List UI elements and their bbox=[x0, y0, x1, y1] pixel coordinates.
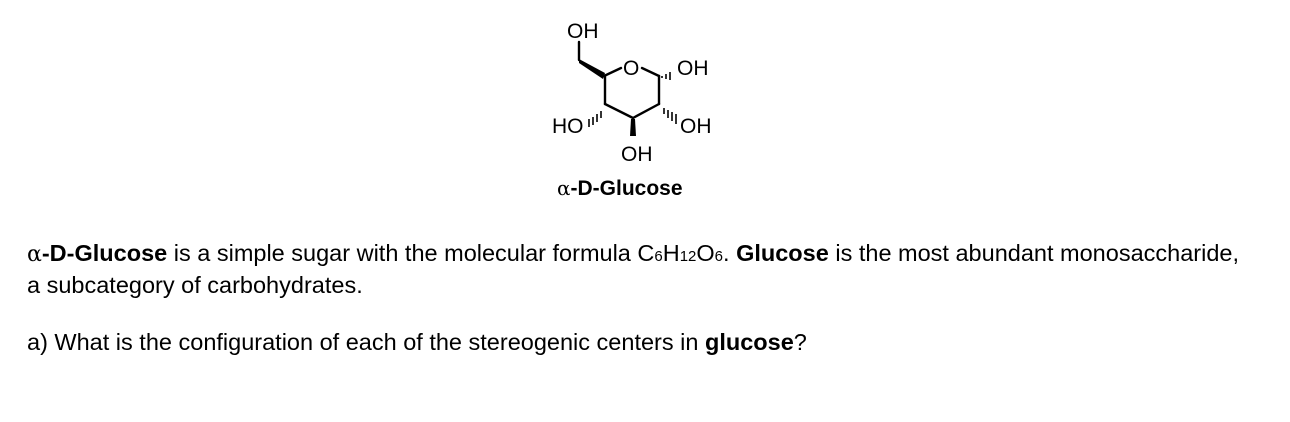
glucose-structure: OH O OH HO OH OH bbox=[552, 20, 712, 166]
text-span: is a simple sugar with the molecular for… bbox=[167, 240, 655, 266]
wedge-c3-oh bbox=[630, 119, 636, 136]
caption-name: -D-Glucose bbox=[570, 177, 683, 200]
label-o-ring: O bbox=[623, 57, 639, 80]
glucose-term: Glucose bbox=[736, 240, 829, 266]
ring-bonds bbox=[577, 40, 661, 120]
bond-c2-c3 bbox=[631, 102, 661, 120]
question-mark: ? bbox=[793, 329, 807, 355]
question-term: glucose bbox=[704, 329, 794, 355]
formula-digit: 6 bbox=[654, 248, 663, 265]
formula-digit: 6 bbox=[714, 248, 724, 265]
label-ho-left: HO bbox=[552, 115, 584, 138]
structure-caption: α-D-Glucose bbox=[557, 176, 683, 201]
compound-name: α-D-Glucose bbox=[27, 240, 168, 267]
hashed-bonds bbox=[588, 72, 677, 127]
wedge-c5-c6 bbox=[579, 59, 605, 79]
label-oh-right-bottom: OH bbox=[680, 115, 712, 138]
question-a: a) What is the configuration of each of … bbox=[27, 328, 1239, 357]
label-oh-right-top: OH bbox=[677, 57, 709, 80]
bond-c5-o bbox=[602, 66, 623, 78]
compound-alpha: α bbox=[27, 242, 42, 267]
text-span: is the most abundant monosaccharide, a s… bbox=[27, 240, 1239, 298]
label-oh-top: OH bbox=[567, 20, 599, 43]
text-span: O bbox=[696, 240, 715, 266]
caption-alpha: α bbox=[557, 176, 571, 200]
text-span: . bbox=[723, 240, 737, 266]
formula-digit: 12 bbox=[679, 248, 697, 265]
bond-c3-c4 bbox=[603, 102, 635, 120]
label-oh-bottom: OH bbox=[621, 143, 653, 166]
compound-rest: -D-Glucose bbox=[41, 240, 168, 266]
text-span: H bbox=[662, 240, 680, 266]
bond-o-c1 bbox=[640, 66, 661, 78]
description-paragraph: α-D-Glucose is a simple sugar with the m… bbox=[27, 239, 1239, 300]
question-text: a) What is the configuration of each of … bbox=[27, 329, 705, 355]
